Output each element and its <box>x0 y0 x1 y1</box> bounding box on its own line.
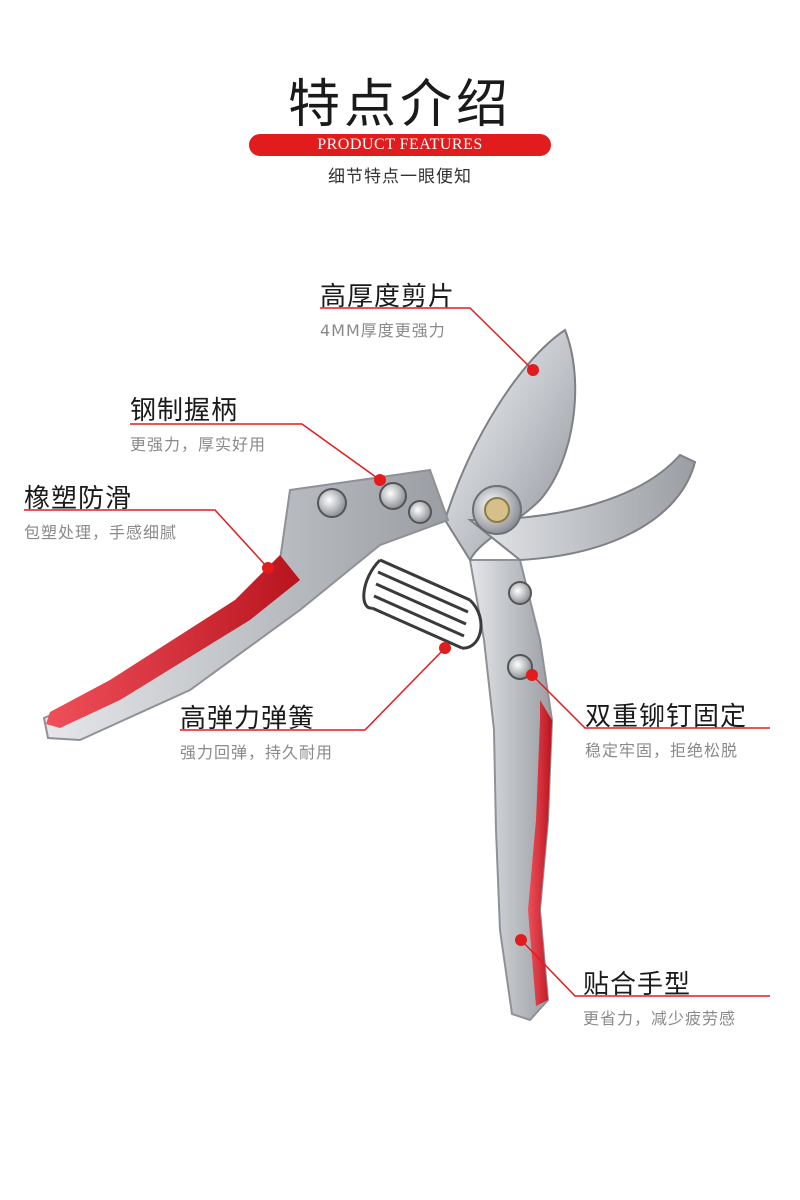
spring <box>362 558 483 650</box>
callout-title: 橡塑防滑 <box>24 484 133 514</box>
page-title: 特点介绍 <box>287 75 512 135</box>
callout-steel-handle: 钢制握柄 更强力，厚实好用 <box>130 390 266 455</box>
callout-title: 高弹力弹簧 <box>180 704 316 734</box>
callout-subtitle: 更强力，厚实好用 <box>130 435 267 454</box>
callout-dots <box>262 364 539 946</box>
callout-rubber-grip: 橡塑防滑 包塑处理，手感细腻 <box>24 478 177 543</box>
banner-label: PRODUCT FEATURES <box>317 136 483 153</box>
hook-blade <box>467 453 697 562</box>
callout-ergonomic: 贴合手型 更省力，减少疲劳感 <box>583 964 736 1029</box>
callout-subtitle: 包塑处理，手感细腻 <box>24 523 178 542</box>
callout-double-rivet: 双重铆钉固定 稳定牢固，拒绝松脱 <box>585 696 747 761</box>
callout-spring: 高弹力弹簧 强力回弹，持久耐用 <box>180 698 333 763</box>
callout-title: 钢制握柄 <box>130 396 239 426</box>
callout-title: 贴合手型 <box>583 970 692 1000</box>
callout-title: 双重铆钉固定 <box>585 702 748 732</box>
callout-leaders <box>24 307 770 997</box>
callout-subtitle: 稳定牢固，拒绝松脱 <box>585 741 739 760</box>
rivets <box>317 482 533 680</box>
page-subtitle: 细节特点一眼便知 <box>328 167 472 187</box>
callout-subtitle: 4MM厚度更强力 <box>320 321 446 340</box>
callout-title: 高厚度剪片 <box>320 282 456 312</box>
features-banner: PRODUCT FEATURES <box>249 134 551 156</box>
left-handle <box>42 468 450 742</box>
callout-subtitle: 强力回弹，持久耐用 <box>180 743 334 762</box>
callout-blade-thickness: 高厚度剪片 4MM厚度更强力 <box>320 276 455 341</box>
callout-subtitle: 更省力，减少疲劳感 <box>583 1009 737 1028</box>
